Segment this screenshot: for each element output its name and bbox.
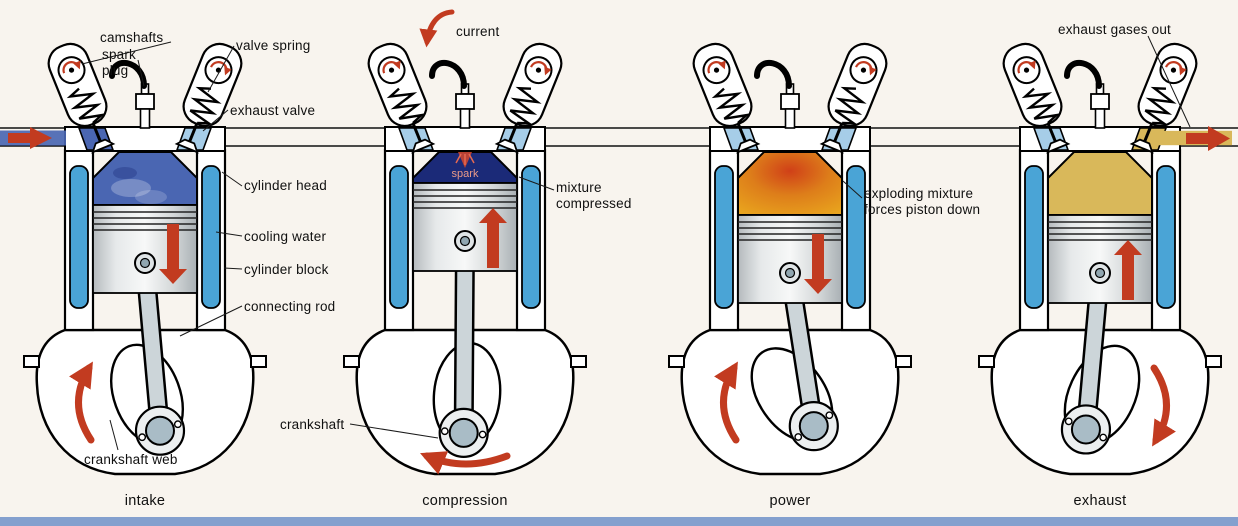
piston [1047,214,1153,304]
caption-intake: intake [124,493,166,509]
piston-motion-arrow-icon [1114,240,1142,300]
ht-lead [429,59,467,89]
crank-rotation-arrow-icon [420,451,511,475]
cooling-water-jacket [521,165,541,309]
caption-compression: compression [422,493,508,509]
valve-spring-shape [834,86,867,125]
label-mixture-compressed: mixture compressed [556,180,632,211]
cam-rotation-arrow-icon [707,60,726,74]
label-spark-plug: spark plug [102,47,137,78]
cam-rotation-arrow-icon [1165,61,1187,76]
cooling-water-jacket [714,165,734,309]
label-exploding-mixture: exploding mixture forces piston down [864,186,981,217]
spark-plug [455,93,475,110]
valve-head-shape [91,138,116,154]
caption-exhaust: exhaust [1073,493,1127,509]
cooling-water-jacket [846,165,866,309]
ht-lead [1064,59,1102,89]
ht-lead [754,59,792,89]
valve-spring-shape [1144,86,1177,125]
valve-spring-shape [1021,87,1061,124]
label-cylinder-block: cylinder block [244,262,329,277]
valve-spring-shape [189,86,222,125]
cooling-water-jacket [389,165,409,309]
crank-rotation-arrow-icon [714,361,740,444]
valve-head-shape [736,138,761,154]
spark-plug [780,93,800,110]
valve-spring-shape [509,86,542,125]
label-current: current [456,24,500,39]
valve-head-shape [1046,138,1071,154]
piston-motion-arrow-icon [159,224,187,284]
engine-intake [0,42,267,476]
valve-head-shape [174,138,199,154]
cam-rotation-arrow-icon [210,61,232,76]
valve-spring-shape [386,87,426,124]
spark-plug [1090,93,1110,110]
valve-spring-shape [711,87,751,124]
exhaust-flow-arrow-icon [1186,126,1230,151]
cam-rotation-arrow-icon [382,60,401,74]
combustion-chamber [1047,151,1153,216]
label-exhaust-valve: exhaust valve [230,103,316,118]
valve-assembly [692,42,761,154]
label-cylinder-head: cylinder head [244,178,327,193]
piston-motion-arrow-icon [804,234,832,294]
valve-spring-shape [66,87,106,124]
caption-power: power [769,493,811,509]
valve-assembly [494,42,563,154]
cam-rotation-arrow-icon [855,61,877,76]
label-camshafts: camshafts [100,30,164,45]
crank-rotation-arrow-icon [69,361,95,444]
cooling-water-jacket [201,165,221,309]
label-valve-spring: valve spring [236,38,311,53]
engine-exhaust [978,42,1232,476]
cam-rotation-arrow-icon [1017,60,1036,74]
engine-compression: spark [343,9,587,476]
label-cooling-water: cooling water [244,229,327,244]
piston-motion-arrow-icon [479,208,507,268]
valve-assembly [1002,42,1071,154]
cooling-water-jacket [1156,165,1176,309]
cooling-water-jacket [69,165,89,309]
connecting-rod-shape [456,233,473,441]
label-crankshaft: crankshaft [280,417,345,432]
cam-rotation-arrow-icon [62,60,81,74]
cam-rotation-arrow-icon [530,61,552,76]
valve-assembly [47,42,116,154]
combustion-chamber [737,151,843,216]
piston [92,204,198,294]
engine-power [668,42,912,476]
intake-flow-arrow-icon [8,127,52,149]
valve-head-shape [819,138,844,154]
piston [737,214,843,304]
cooling-water-jacket [1024,165,1044,309]
piston [412,182,518,272]
label-connecting-rod: connecting rod [244,299,336,314]
leader-lines [81,35,1191,451]
label-spark: spark [452,168,479,180]
current-arrow-icon [419,9,455,48]
spark-plug [135,93,155,110]
valve-head-shape [411,138,436,154]
valve-head-shape [1129,138,1154,154]
crank-rotation-arrow-icon [1150,364,1176,447]
valve-assembly [367,42,436,154]
valve-head-shape [494,138,519,154]
label-exhaust-gases-out: exhaust gases out [1058,22,1171,37]
ht-lead [109,59,147,89]
valve-assembly [819,42,888,154]
label-crankshaft-web: crankshaft web [84,452,178,467]
bottom-strip [0,517,1238,526]
valve-assembly [1129,42,1198,154]
